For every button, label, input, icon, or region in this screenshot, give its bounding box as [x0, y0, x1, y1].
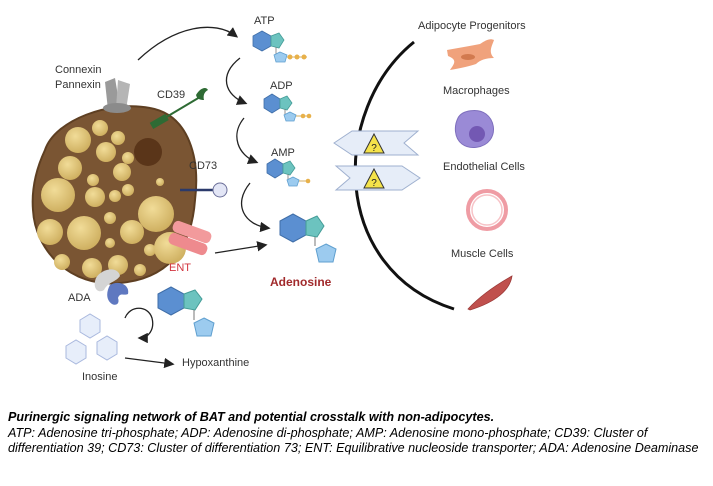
muscle-fiber-icon	[467, 275, 513, 311]
caption-title: Purinergic signaling network of BAT and …	[8, 410, 495, 424]
ent-transporter-icon	[168, 220, 212, 256]
ada-enzyme-icon	[94, 269, 129, 305]
connexin-label: Connexin	[55, 64, 102, 76]
ada-conversion-arrow	[124, 307, 154, 344]
warning-question-icon	[363, 132, 385, 154]
svg-text:?: ?	[371, 178, 377, 189]
release-arrow	[137, 26, 239, 61]
fibroblast-icon	[447, 39, 494, 70]
target-cell-label: Endothelial Cells	[443, 161, 525, 173]
hypoxanthine-label: Hypoxanthine	[182, 357, 250, 369]
figure-caption: Purinergic signaling network of BAT and …	[8, 410, 708, 457]
inosine-label: Inosine	[82, 371, 118, 383]
intracellular-adenosine-icon	[157, 286, 215, 337]
amp-molecule-icon	[266, 158, 311, 187]
adp-label: ADP	[270, 80, 293, 92]
endothelial-ring-icon	[466, 189, 508, 231]
adp-to-amp-arrow	[236, 117, 259, 165]
atp-to-adp-arrow	[225, 57, 248, 105]
caption-body: ATP: Adenosine tri-phosphate; ADP: Adeno…	[8, 425, 699, 456]
unknown-signal-sign-top: ?	[333, 130, 420, 156]
target-cell-label: Macrophages	[443, 85, 510, 97]
pannexin-label: Pannexin	[55, 79, 101, 91]
cd73-label: CD73	[189, 160, 218, 172]
adenosine-molecule-icon	[279, 213, 337, 263]
atp-label: ATP	[254, 15, 275, 27]
warning-question-icon	[363, 167, 385, 189]
svg-text:?: ?	[371, 143, 377, 154]
ada-label: ADA	[68, 292, 91, 304]
atp-molecule-icon	[252, 30, 307, 63]
macrophage-icon	[454, 110, 494, 148]
cd73-enzyme-icon	[180, 182, 228, 198]
unknown-signal-sign-bottom: ?	[334, 165, 421, 191]
adenosine-label: Adenosine	[270, 275, 332, 289]
target-cell-label: Adipocyte Progenitors	[418, 20, 526, 32]
brown-adipocyte	[31, 105, 198, 285]
purinergic-diagram: ? ? Connexin Pannexin CD39 CD73 ENT ADA …	[31, 15, 526, 383]
amp-label: AMP	[271, 147, 295, 159]
ent-label: ENT	[169, 262, 191, 274]
cd39-enzyme-icon	[149, 87, 208, 129]
cd39-label: CD39	[157, 89, 186, 101]
connexin-pannexin-channel-icon	[103, 78, 131, 113]
inosine-molecule-icon	[65, 313, 118, 365]
inosine-to-hypoxanthine-arrow	[124, 357, 175, 369]
ent-to-adenosine-arrow	[214, 241, 268, 254]
amp-to-adenosine-arrow	[240, 182, 271, 233]
adp-molecule-icon	[263, 93, 312, 122]
target-cell-label: Muscle Cells	[451, 248, 514, 260]
